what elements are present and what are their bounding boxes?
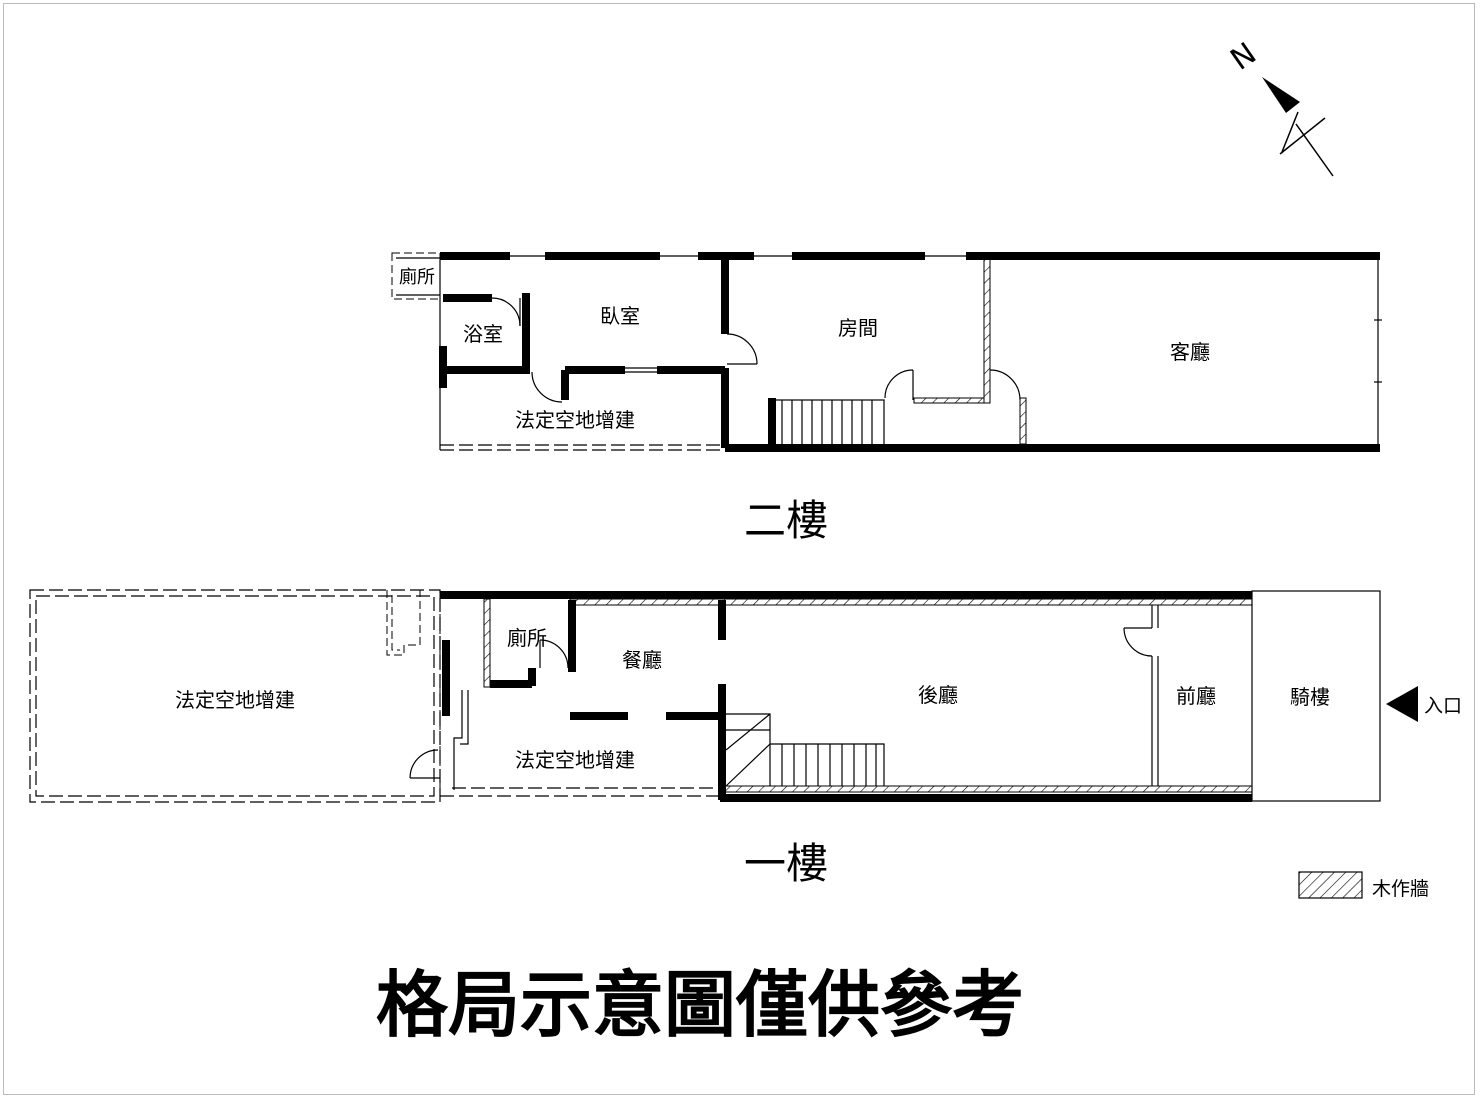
room-room-2f: 房間: [838, 316, 878, 340]
legend: 木作牆: [1298, 871, 1429, 900]
room-legal-extension-large-1f: 法定空地增建: [175, 688, 295, 712]
room-dining-room-1f: 餐廳: [622, 648, 662, 672]
room-toilet-1f: 廁所: [507, 626, 547, 650]
room-front-hall-1f: 前廳: [1176, 684, 1216, 708]
entrance-arrow-icon: [1386, 686, 1418, 722]
room-back-hall-1f: 後廳: [918, 683, 958, 707]
page-title: 格局示意圖僅供參考: [376, 962, 1024, 1047]
north-arrow-icon: N: [1224, 36, 1334, 177]
first-floor-plan: 法定空地增建 廁所 餐廳 法定空地增建 後廳 前廳 騎樓 入口 一樓: [29, 589, 1462, 888]
room-bathroom-2f: 浴室: [463, 322, 503, 346]
second-floor-title: 二樓: [744, 496, 828, 545]
legend-wood-wall-label: 木作牆: [1372, 878, 1429, 900]
entrance-label: 入口: [1424, 695, 1462, 717]
first-floor-title: 一樓: [744, 839, 828, 888]
room-legal-extension-2f: 法定空地增建: [515, 408, 635, 432]
room-toilet-2f: 廁所: [399, 266, 435, 288]
room-legal-extension-1f: 法定空地增建: [515, 748, 635, 772]
room-arcade-1f: 騎樓: [1290, 685, 1330, 709]
stairs-1f: [726, 729, 877, 786]
room-bedroom-2f: 臥室: [600, 304, 640, 328]
room-living-room-2f: 客廳: [1170, 340, 1210, 364]
wood-wall-swatch: [1298, 871, 1363, 899]
stairs-2f: [781, 400, 873, 446]
second-floor-plan: 廁所 浴室 臥室 房間 客廳 法定空地增建 二樓: [391, 252, 1382, 545]
north-label: N: [1224, 36, 1262, 78]
page-frame: [3, 3, 1475, 1095]
